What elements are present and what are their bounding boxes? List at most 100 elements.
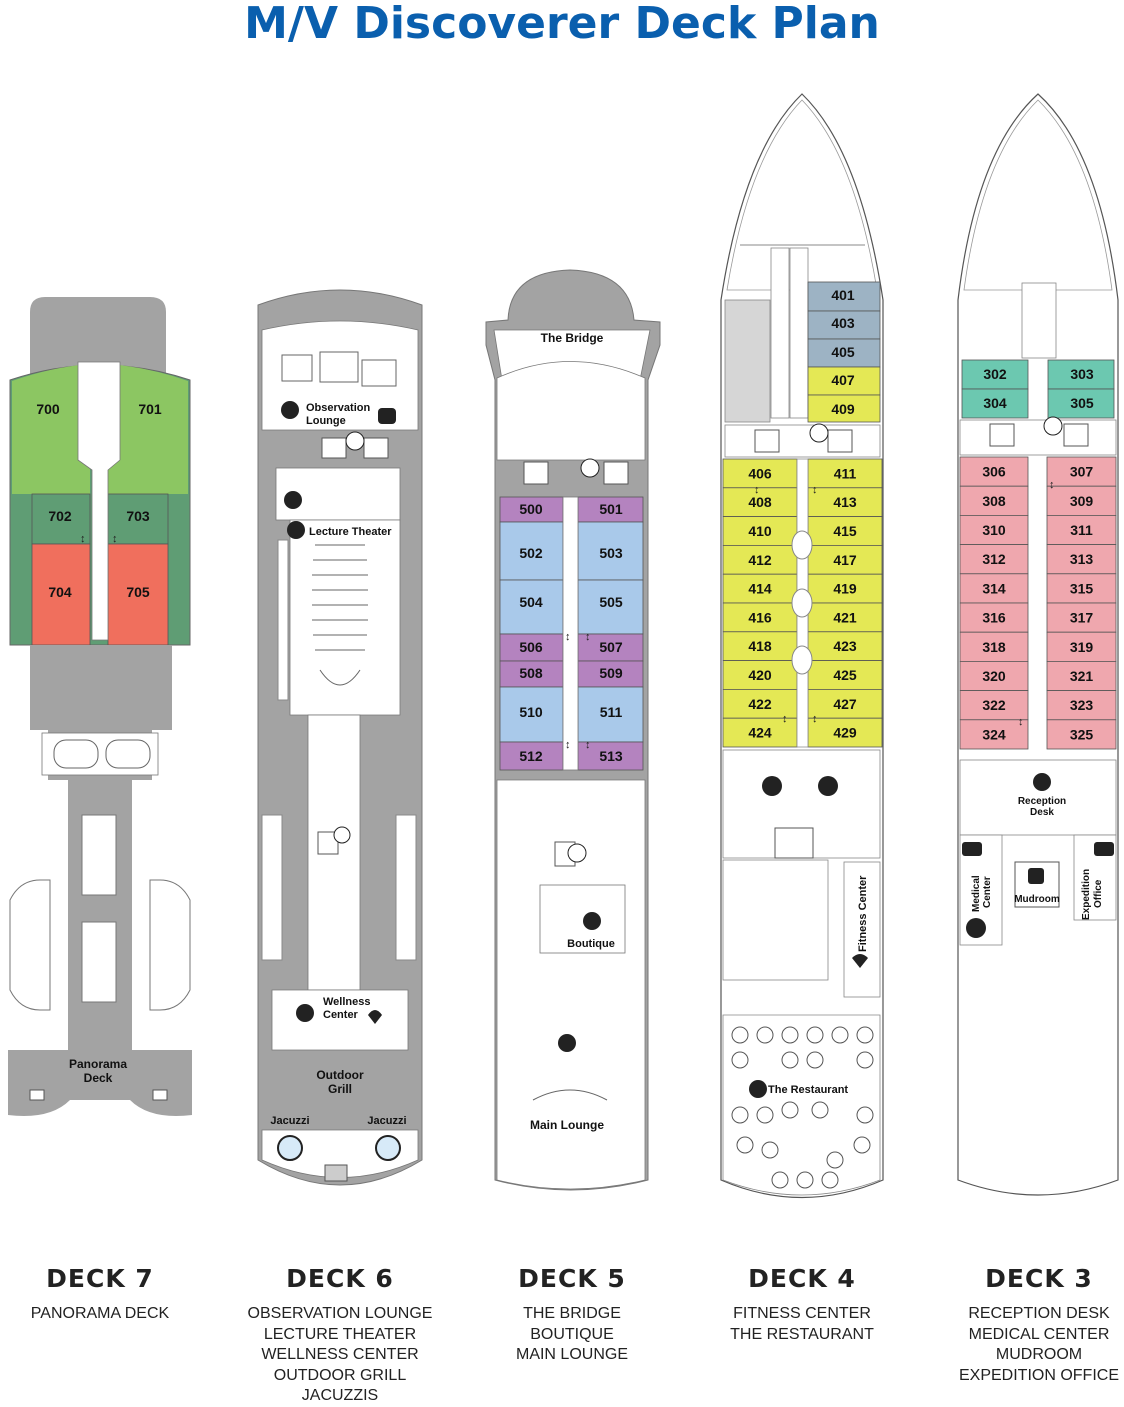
cabin-425-block[interactable] <box>807 660 883 690</box>
cabin-703-block[interactable] <box>107 493 169 545</box>
cabin-420: 420 <box>748 667 772 683</box>
cabin-403-block[interactable] <box>807 310 881 340</box>
svg-text:↕: ↕ <box>812 713 818 725</box>
cabin-425: 425 <box>833 667 857 683</box>
cabin-503: 503 <box>599 545 623 561</box>
cabin-317-block[interactable] <box>1046 602 1117 633</box>
cabin-324-block[interactable] <box>959 719 1029 750</box>
cabin-414-block[interactable] <box>722 573 798 604</box>
cabin-323-block[interactable] <box>1046 690 1117 721</box>
cabin-409: 409 <box>831 401 855 417</box>
cabin-512-block[interactable] <box>499 741 564 771</box>
deck-6-venue: OUTDOOR GRILL <box>273 1366 407 1384</box>
deck-6-plan: Observation Lounge Lecture Theater Welln… <box>257 289 423 1186</box>
cabin-700-block[interactable] <box>12 364 90 494</box>
cabin-423: 423 <box>833 638 857 654</box>
cabin-418: 418 <box>748 638 772 654</box>
cabin-700: 700 <box>36 401 60 417</box>
cabin-322-block[interactable] <box>959 690 1029 721</box>
cabin-420-block[interactable] <box>722 660 798 690</box>
cabin-505-block[interactable] <box>577 579 644 635</box>
reception-desk-label-2: Desk <box>1030 807 1054 818</box>
cabin-511-block[interactable] <box>577 686 644 743</box>
cabin-421: 421 <box>833 609 857 625</box>
cabin-316-block[interactable] <box>959 602 1029 633</box>
cabin-704: 704 <box>48 584 72 600</box>
medical-badge-icon <box>962 842 982 856</box>
cabin-427: 427 <box>833 696 857 712</box>
cabin-325-block[interactable] <box>1046 719 1117 750</box>
cabin-310-block[interactable] <box>959 515 1029 546</box>
cabin-405-block[interactable] <box>807 338 881 368</box>
cabin-320-block[interactable] <box>959 661 1029 692</box>
deck-7-caption: DECK 7 PANORAMA DECK <box>0 1262 210 1325</box>
cabin-322: 322 <box>982 697 1006 713</box>
cabin-319-block[interactable] <box>1046 631 1117 662</box>
the-restaurant-label: The Restaurant <box>768 1084 848 1096</box>
cabin-513-block[interactable] <box>577 741 644 771</box>
cabin-504-block[interactable] <box>499 579 564 635</box>
cabin-312-block[interactable] <box>959 544 1029 575</box>
cabin-314-block[interactable] <box>959 573 1029 604</box>
cabin-415: 415 <box>833 523 857 539</box>
cabin-509-block[interactable] <box>577 660 644 688</box>
expedition-office-label-2: Office <box>1093 879 1104 908</box>
cabin-305-block[interactable] <box>1047 388 1115 419</box>
cabin-701-block[interactable] <box>108 364 188 494</box>
cabin-303-block[interactable] <box>1047 359 1115 390</box>
cabin-318-block[interactable] <box>959 631 1029 662</box>
cabin-704-block[interactable] <box>31 543 91 646</box>
cabin-423-block[interactable] <box>807 631 883 661</box>
svg-text:↕: ↕ <box>1018 716 1024 728</box>
cabin-506-block[interactable] <box>499 633 564 662</box>
cabin-302-block[interactable] <box>961 359 1029 390</box>
cabin-702-block[interactable] <box>31 493 91 545</box>
restroom-icon-2 <box>296 1004 314 1022</box>
cabin-419-block[interactable] <box>807 573 883 604</box>
cabin-424-block[interactable] <box>722 717 798 748</box>
deck-5-venue: MAIN LOUNGE <box>515 1346 628 1363</box>
cabin-304-block[interactable] <box>961 388 1029 419</box>
cabin-311-block[interactable] <box>1046 515 1117 546</box>
cabin-415-block[interactable] <box>807 516 883 546</box>
jacuzzi-icon-right <box>375 1135 401 1161</box>
cabin-407-block[interactable] <box>807 366 881 396</box>
cabin-308-block[interactable] <box>959 485 1029 516</box>
deck-6-venue: JACUZZIS <box>301 1387 379 1404</box>
cabin-306-block[interactable] <box>959 456 1029 487</box>
cabin-502-block[interactable] <box>499 521 564 581</box>
cabin-416-block[interactable] <box>722 602 798 633</box>
cabin-315: 315 <box>1070 580 1094 596</box>
cabin-314: 314 <box>982 580 1006 596</box>
cabin-321-block[interactable] <box>1046 661 1117 692</box>
reception-desk-label-1: Reception <box>1018 796 1066 807</box>
svg-text:↕: ↕ <box>754 484 760 496</box>
cabin-705-block[interactable] <box>107 543 169 646</box>
cabin-310: 310 <box>982 522 1006 538</box>
expedition-badge-icon <box>1094 842 1114 856</box>
cabin-503-block[interactable] <box>577 521 644 581</box>
cabin-500-block[interactable] <box>499 496 564 523</box>
cabin-309-block[interactable] <box>1046 485 1117 516</box>
cabin-408-block[interactable] <box>722 487 798 517</box>
the-bridge-label: The Bridge <box>541 331 604 345</box>
cabin-510-block[interactable] <box>499 686 564 743</box>
cabin-411-block[interactable] <box>807 458 883 489</box>
cabin-307-block[interactable] <box>1046 456 1117 487</box>
deck-5-caption: DECK 5 THE BRIDGE BOUTIQUE MAIN LOUNGE <box>462 1262 682 1366</box>
heart-icon-2 <box>852 954 868 968</box>
cabin-305: 305 <box>1070 395 1094 411</box>
outdoor-grill-label-2: Grill <box>328 1082 352 1096</box>
cabin-429-block[interactable] <box>807 717 883 748</box>
cabin-401-block[interactable] <box>807 281 881 312</box>
cabin-409-block[interactable] <box>807 394 881 423</box>
deck-7-venue: PANORAMA DECK <box>30 1305 170 1322</box>
cabin-324: 324 <box>982 726 1006 742</box>
cabin-311: 311 <box>1070 522 1093 538</box>
deck-5-venue: THE BRIDGE <box>523 1305 621 1322</box>
